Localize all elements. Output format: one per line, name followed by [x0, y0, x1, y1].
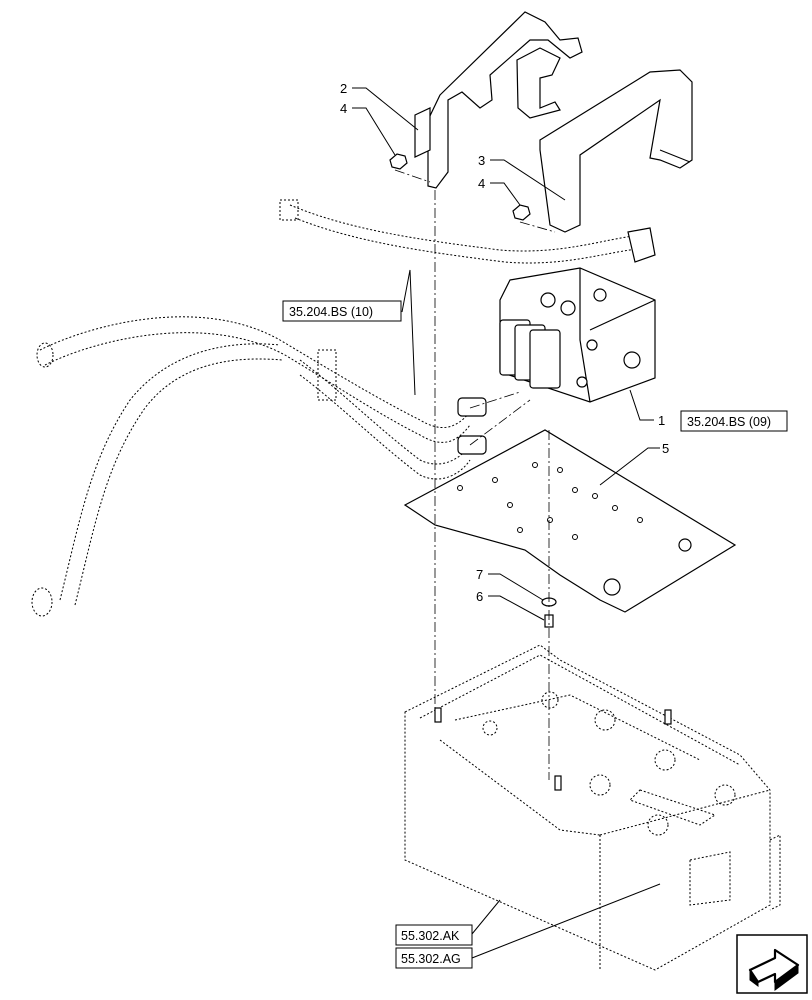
- valve-block-part: [499, 267, 656, 403]
- leader-lines: [352, 87, 661, 959]
- reference-35-204-bs-09[interactable]: 35.204.BS (09): [687, 415, 771, 429]
- callout-3: 3: [478, 153, 485, 168]
- mounting-plate-part: [403, 429, 737, 613]
- battery-box-part: [404, 644, 781, 971]
- callout-4-upper: 4: [340, 101, 347, 116]
- reference-box-55-302-ag[interactable]: 55.302.AG: [395, 947, 473, 969]
- reference-55-302-ak[interactable]: 55.302.AK: [401, 929, 460, 943]
- reference-35-204-bs-10[interactable]: 35.204.BS (10): [289, 305, 373, 319]
- bracket-part: [414, 11, 693, 233]
- hose-assembly: [31, 199, 656, 617]
- nut-part: [389, 153, 531, 221]
- callout-2: 2: [340, 81, 347, 96]
- reference-box-35-204-bs-09[interactable]: 35.204.BS (09): [680, 410, 788, 432]
- assembly-lines: [394, 169, 556, 780]
- callout-4-lower: 4: [478, 176, 485, 191]
- callout-7: 7: [476, 567, 483, 582]
- reference-box-35-204-bs-10[interactable]: 35.204.BS (10): [282, 300, 402, 322]
- callout-6: 6: [476, 589, 483, 604]
- callout-5: 5: [662, 441, 669, 456]
- callout-1: 1: [658, 413, 665, 428]
- reference-55-302-ag[interactable]: 55.302.AG: [401, 952, 461, 966]
- callout-labels: 2 4 3 4 1 5 7 6: [340, 81, 669, 604]
- arrow-navigation-icon[interactable]: [736, 934, 808, 994]
- reference-box-55-302-ak[interactable]: 55.302.AK: [395, 924, 473, 946]
